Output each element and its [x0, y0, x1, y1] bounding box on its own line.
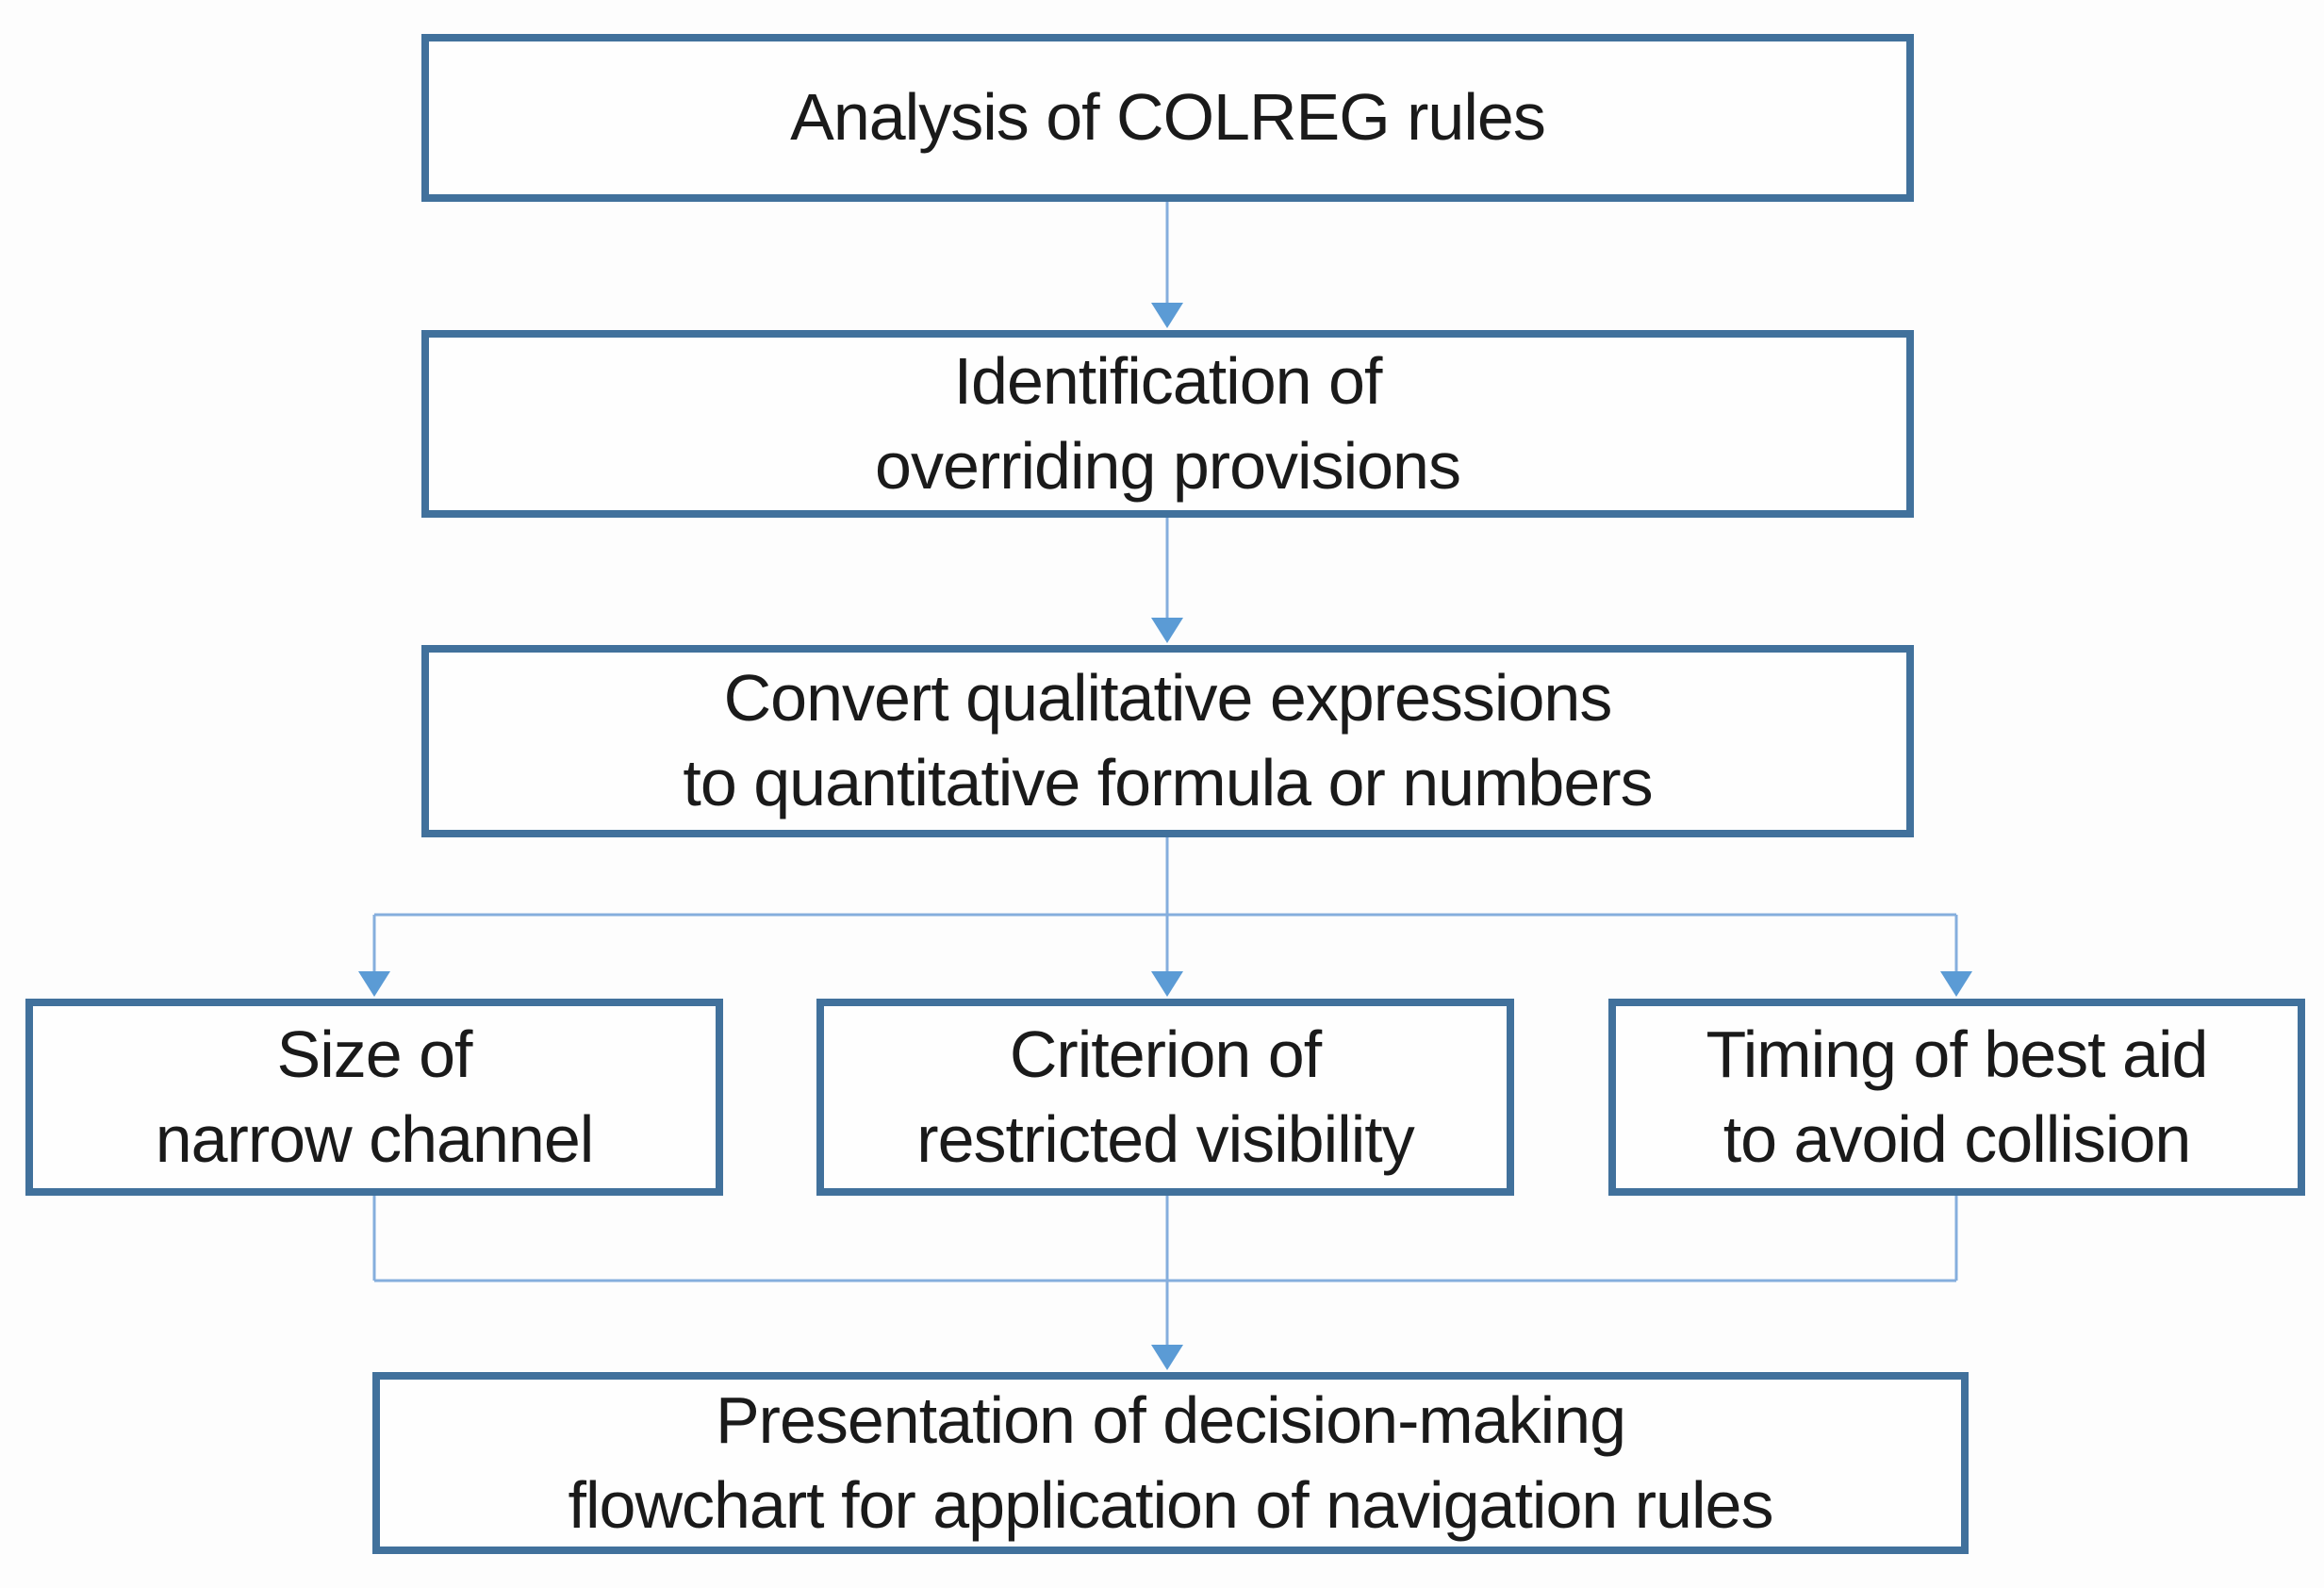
- node-convert-qualitative-expressions: Convert qualitative expressions to quant…: [421, 645, 1914, 837]
- node-text-line: Size of: [276, 1017, 473, 1091]
- connector-identification-to-convert: [1151, 518, 1183, 643]
- node-text-line: Identification of: [953, 343, 1383, 418]
- node-text-line: to avoid collision: [1722, 1101, 2192, 1176]
- connector-branch-merge: [372, 1196, 1958, 1370]
- node-identification-of-overriding-provisions: Identification of overriding provisions: [421, 330, 1914, 518]
- node-text-line: narrow channel: [155, 1101, 595, 1176]
- node-criterion-of-restricted-visibility: Criterion of restricted visibility: [816, 999, 1514, 1196]
- node-text-line: to quantitative formula or numbers: [683, 746, 1653, 819]
- node-text-line: restricted visibility: [916, 1101, 1414, 1176]
- connector-branch-split: [358, 837, 1972, 997]
- node-presentation-of-decision-making-flowchart: Presentation of decision-making flowchar…: [372, 1372, 1969, 1554]
- arrowhead-icon: [1151, 618, 1183, 643]
- node-text-line: overriding provisions: [875, 428, 1461, 503]
- arrowhead-icon: [1151, 303, 1183, 328]
- node-text-line: Criterion of: [1009, 1017, 1322, 1091]
- node-text-line: Convert qualitative expressions: [723, 661, 1613, 736]
- connector-analysis-to-identification: [1151, 202, 1183, 328]
- node-text-line: Analysis of COLREG rules: [790, 80, 1546, 155]
- node-analysis-of-colreg-rules: Analysis of COLREG rules: [421, 34, 1914, 202]
- arrowhead-icon: [1940, 971, 1972, 997]
- arrowhead-icon: [358, 971, 390, 997]
- node-text-line: flowchart for application of navigation …: [568, 1467, 1774, 1542]
- arrowhead-icon: [1151, 1345, 1183, 1370]
- node-size-of-narrow-channel: Size of narrow channel: [25, 999, 723, 1196]
- node-timing-of-best-aid: Timing of best aid to avoid collision: [1608, 999, 2305, 1196]
- node-text-line: Presentation of decision-making: [715, 1382, 1626, 1457]
- arrowhead-icon: [1151, 971, 1183, 997]
- node-text-line: Timing of best aid: [1706, 1017, 2209, 1091]
